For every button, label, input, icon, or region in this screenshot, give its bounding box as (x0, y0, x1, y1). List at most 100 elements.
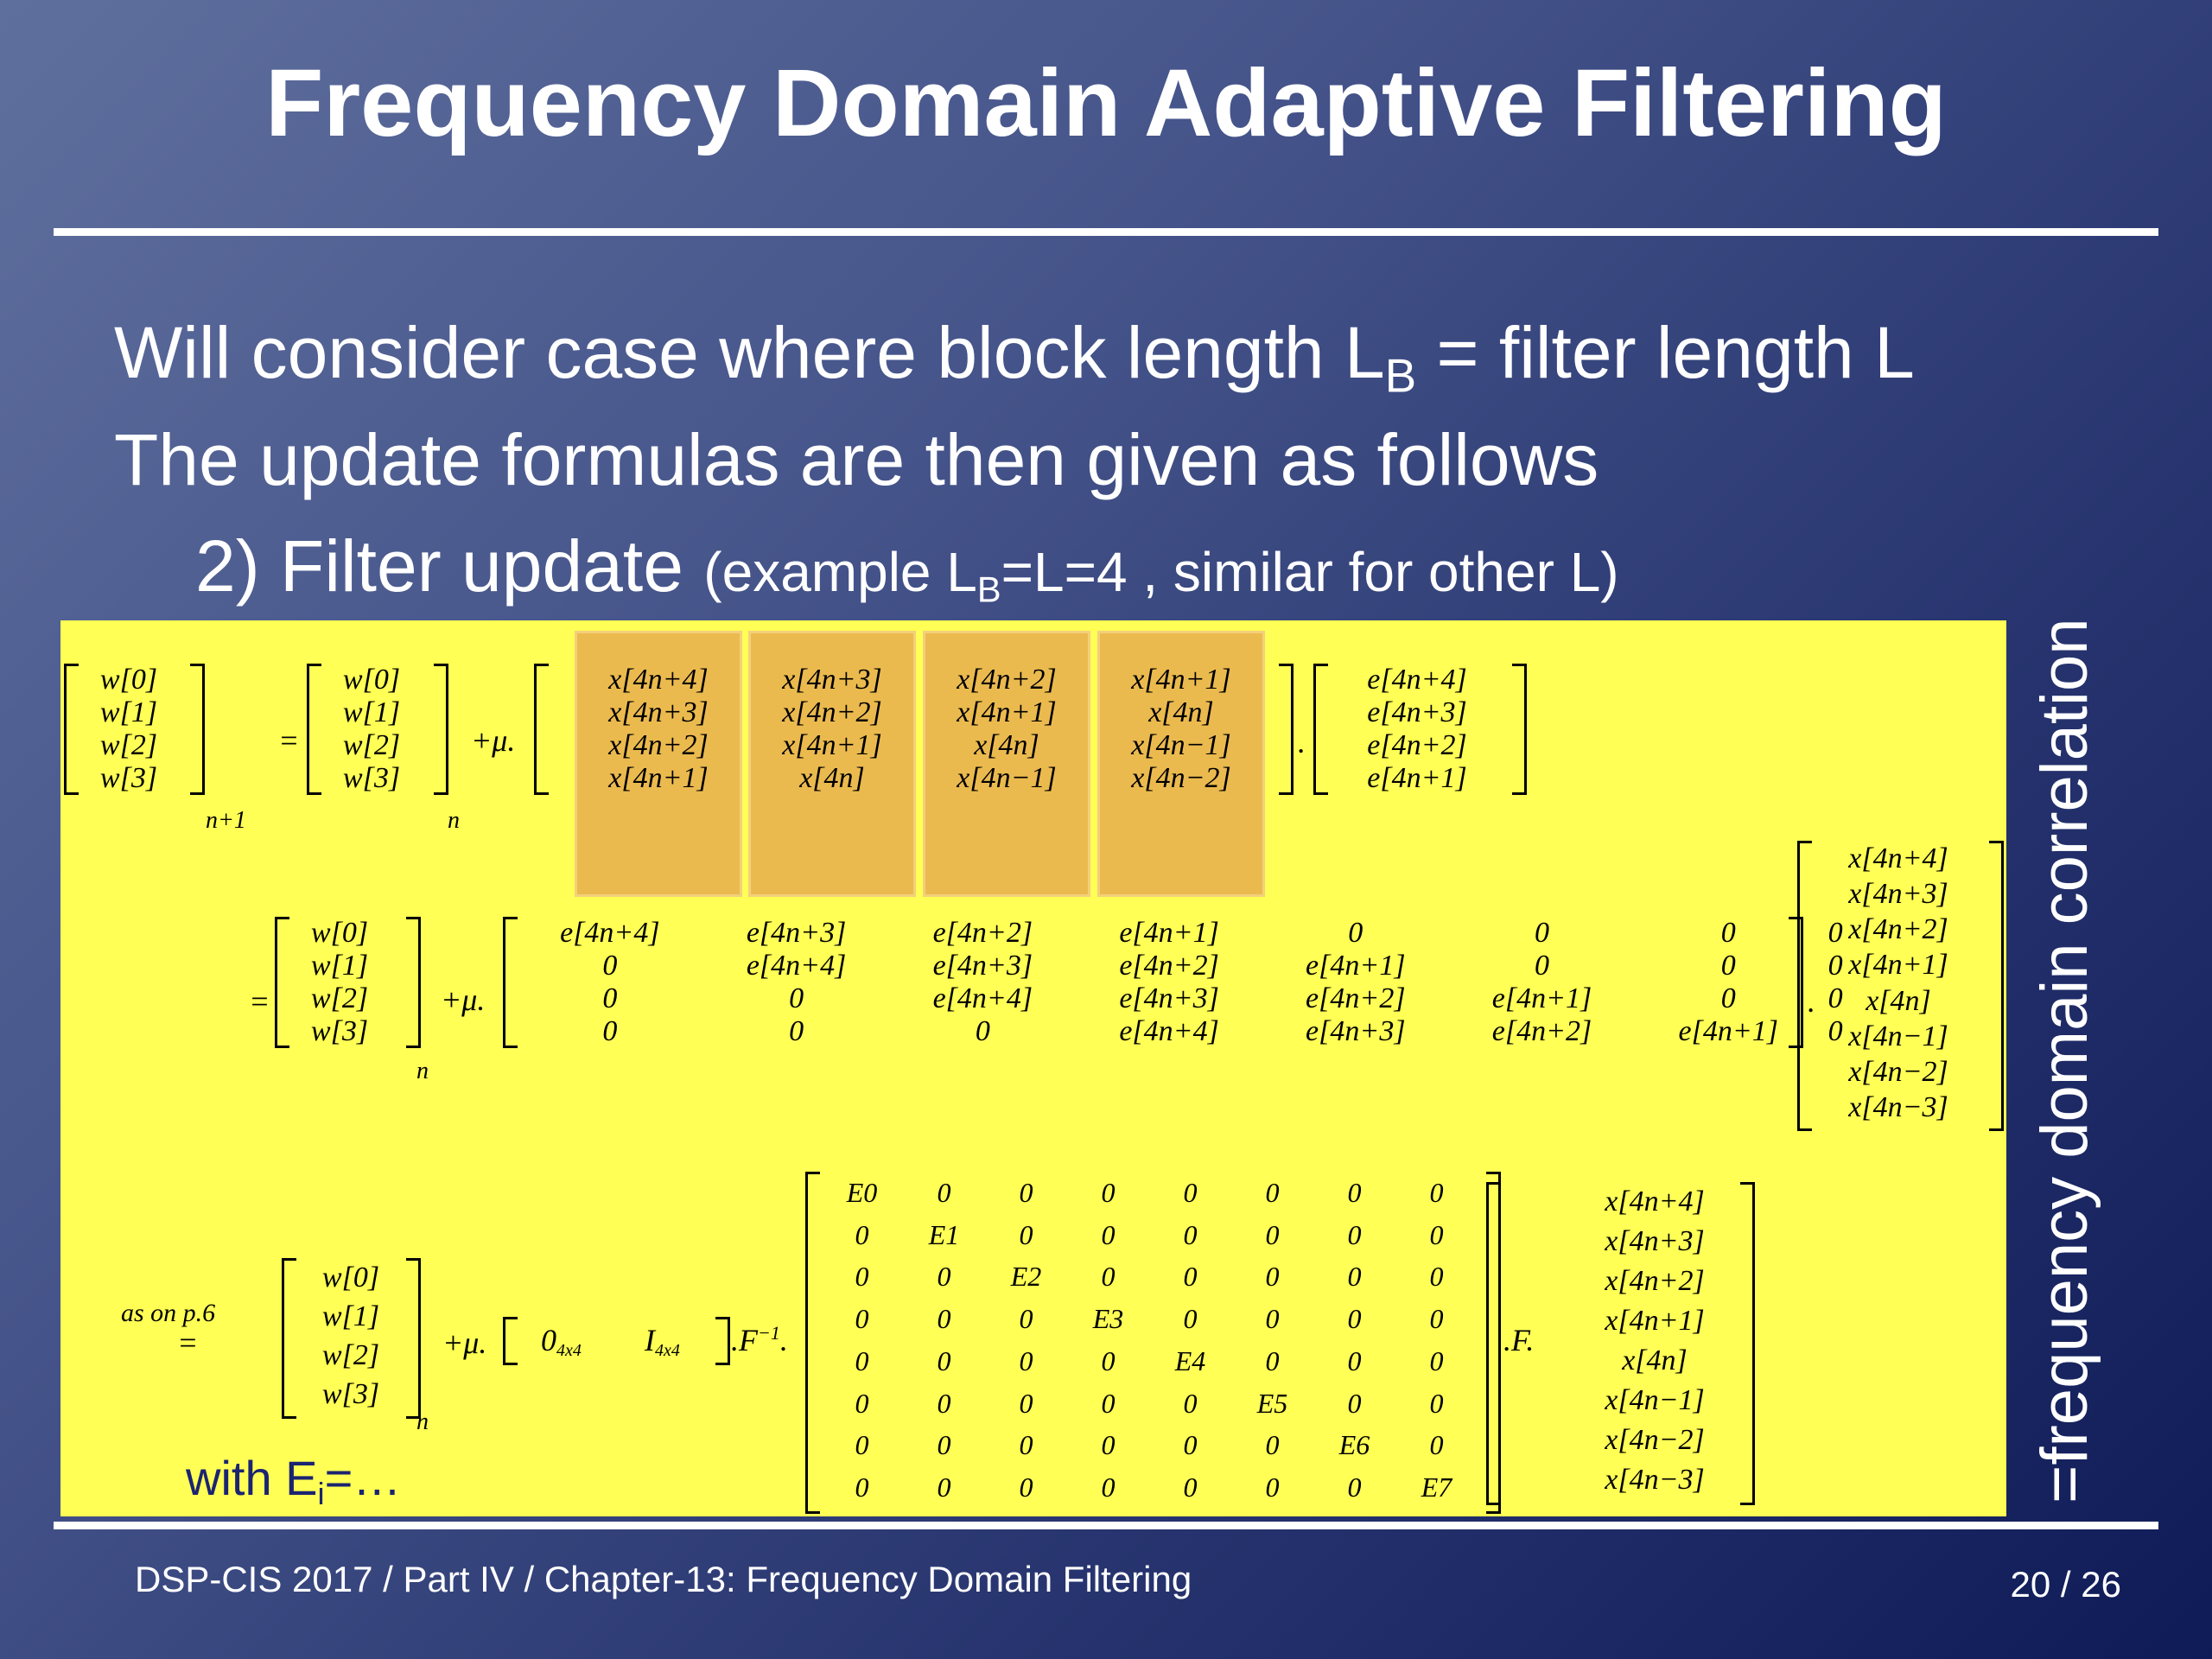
bullet-text: = filter length L (1416, 312, 1915, 393)
identity-symbol: I (645, 1323, 655, 1357)
vector-entry: x[4n−1] (1848, 1020, 1948, 1052)
matrix-entry: 0 (1019, 1303, 1033, 1335)
matrix-entry: 0 (1827, 982, 1843, 1014)
bracket-left (805, 1172, 820, 1514)
bullet-block-length: Will consider case where block length LB… (114, 309, 1915, 419)
matrix-entry: x[4n−1] (1131, 729, 1231, 761)
matrix-entry: E5 (1256, 1387, 1288, 1419)
matrix-entry: x[4n+1] (782, 729, 882, 761)
matrix-entry: 0 (1101, 1429, 1116, 1461)
vector-entry: w[0] (321, 1261, 380, 1294)
subscript-n-plus-1: n+1 (206, 807, 246, 834)
subscript: B (1384, 349, 1417, 403)
dot-operator: . (1808, 984, 1815, 1019)
matrix-entry: 0 (1019, 1387, 1033, 1419)
dft-operator: .F. (1503, 1323, 1535, 1357)
zero-symbol: 0 (541, 1323, 556, 1357)
subscript-n: n (448, 807, 460, 834)
matrix-entry: x[4n] (799, 762, 865, 794)
superscript: −1 (758, 1322, 780, 1344)
matrix-entry: e[4n+3] (1119, 982, 1219, 1014)
matrix-entry: e[4n+3] (746, 917, 847, 949)
vector-entry: x[4n+3] (1848, 877, 1948, 910)
bullet-text: 2) Filter update (195, 525, 704, 607)
matrix-entry: 0 (1101, 1387, 1116, 1419)
bracket-left (282, 1258, 296, 1419)
slide-title: Frequency Domain Adaptive Filtering (265, 50, 1947, 156)
title-divider (54, 228, 2158, 236)
matrix-entry: 0 (1827, 917, 1843, 949)
matrix-entry: E0 (846, 1176, 878, 1208)
vector-entry: x[4n−2] (1605, 1424, 1705, 1456)
vector-entry: w[3] (321, 1377, 380, 1410)
matrix-entry: x[4n+4] (608, 664, 709, 696)
matrix-entry: e[4n+2] (932, 917, 1033, 949)
plus-mu: +μ. (442, 1325, 487, 1360)
matrix-entry: 0 (937, 1429, 951, 1461)
bracket-right (1989, 841, 2004, 1131)
matrix-entry: 0 (1101, 1471, 1116, 1503)
vector-entry: x[4n−3] (1848, 1091, 1948, 1124)
matrix-entry: x[4n] (1148, 696, 1214, 728)
side-note: =frequency domain correlation (2028, 618, 2101, 1503)
footer-text: DSP-CIS 2017 / Part IV / Chapter-13: Fre… (135, 1559, 1192, 1599)
note-text: =L=4 , similar for other L) (1001, 541, 1619, 603)
matrix-entry: 0 (937, 1471, 951, 1503)
matrix-entry: x[4n+2] (782, 696, 882, 728)
x-column-1: x[4n+4] x[4n+3] x[4n+2] x[4n+1] (575, 664, 742, 794)
matrix-entry: E7 (1421, 1471, 1452, 1503)
matrix-entry: 0 (1265, 1344, 1280, 1376)
vector-entry: x[4n+1] (1605, 1305, 1705, 1337)
vector-entry: w[0] (310, 917, 369, 949)
matrix-entry: 0 (1265, 1303, 1280, 1335)
matrix-entry: x[4n] (974, 729, 1039, 761)
matrix-entry: e[4n+1] (1491, 982, 1592, 1014)
matrix-entry: 0 (937, 1344, 951, 1376)
matrix-entry: 0 (1101, 1261, 1116, 1293)
vector-entry: x[4n+2] (1848, 913, 1948, 946)
matrix-entry: 0 (1720, 950, 1736, 982)
bracket-left (503, 917, 518, 1048)
matrix-entry: 0 (1429, 1176, 1444, 1208)
bracket-right (715, 1317, 730, 1365)
matrix-entry: e[4n+1] (1119, 917, 1219, 949)
bracket-right (190, 664, 205, 795)
vector-entry: w[0] (342, 664, 401, 696)
vector-entry: w[3] (310, 1015, 369, 1047)
vector-entry: w[2] (342, 729, 401, 761)
bracket-left (1486, 1182, 1501, 1505)
x-vector: x[4n+4] x[4n+3] x[4n+2] x[4n+1] x[4n] x[… (1573, 1182, 1737, 1500)
bullet-text: Will consider case where block length L (114, 312, 1385, 393)
bracket-right (434, 664, 448, 795)
matrix-entry: x[4n+3] (782, 664, 882, 696)
with-ei-note: with Ei=… (186, 1450, 401, 1512)
matrix-entry: x[4n+1] (957, 696, 1057, 728)
page-number: 20 / 26 (2010, 1564, 2121, 1605)
matrix-entry: 0 (1347, 1261, 1362, 1293)
matrix-entry: 0 (1347, 1471, 1362, 1503)
matrix-entry: 0 (1827, 950, 1843, 982)
matrix-entry: e[4n+4] (1119, 1015, 1219, 1047)
x-column-2: x[4n+3] x[4n+2] x[4n+1] x[4n] (748, 664, 916, 794)
bullet-filter-update: 2) Filter update (example LB=L=4 , simil… (195, 523, 1619, 632)
matrix-entry: x[4n−1] (957, 762, 1057, 794)
inverse-dft: .F−1. (731, 1322, 788, 1358)
vector-entry: e[4n+4] (1367, 664, 1467, 696)
matrix-entry: 0 (855, 1471, 869, 1503)
matrix-entry: 0 (1265, 1471, 1280, 1503)
vector-entry: w[2] (99, 729, 158, 761)
vector-entry: w[2] (310, 982, 369, 1014)
equals-sign: = (278, 723, 300, 758)
matrix-entry: 0 (1429, 1261, 1444, 1293)
matrix-entry: 0 (975, 1015, 990, 1047)
bracket-left (307, 664, 321, 795)
vector-entry: w[1] (342, 696, 401, 728)
bracket-left (534, 664, 549, 795)
equals-sign: = (177, 1325, 199, 1360)
matrix-entry: 0 (855, 1218, 869, 1250)
bullet-note: (example LB=L=4 , similar for other L) (703, 541, 1619, 609)
